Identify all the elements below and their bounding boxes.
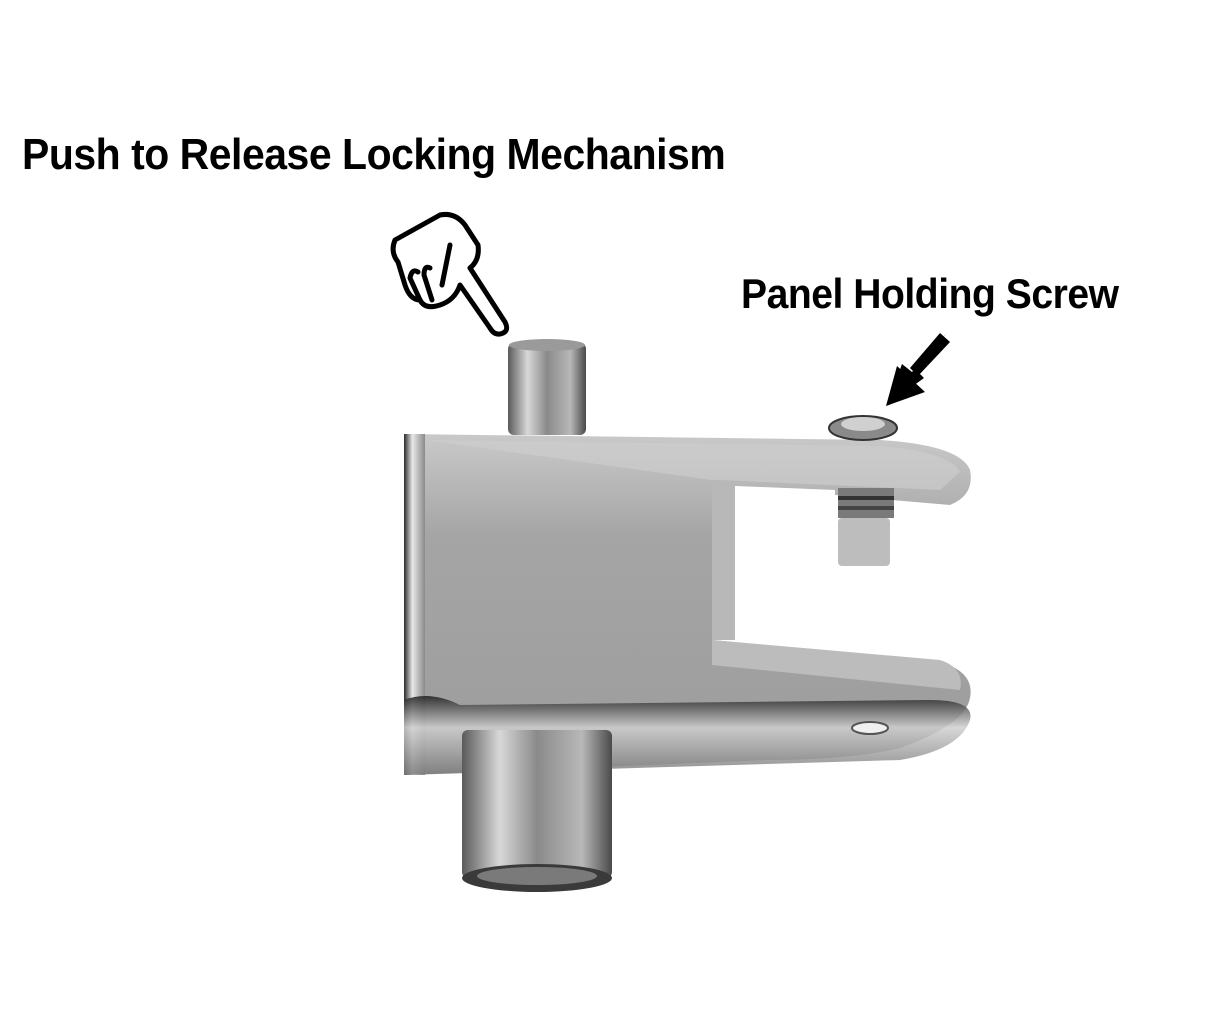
release-pin (508, 343, 586, 435)
screw-shank (838, 488, 894, 518)
hinge-bracket (404, 339, 971, 892)
screw-pad (838, 518, 890, 566)
pointing-hand-icon (390, 212, 510, 337)
bracket-body (404, 434, 971, 775)
arrow-down-left-icon (886, 333, 950, 406)
release-mechanism-label: Push to Release Locking Mechanism (22, 130, 726, 179)
bottom-pivot-pin (462, 730, 612, 878)
panel-screw-label: Panel Holding Screw (741, 270, 1119, 317)
